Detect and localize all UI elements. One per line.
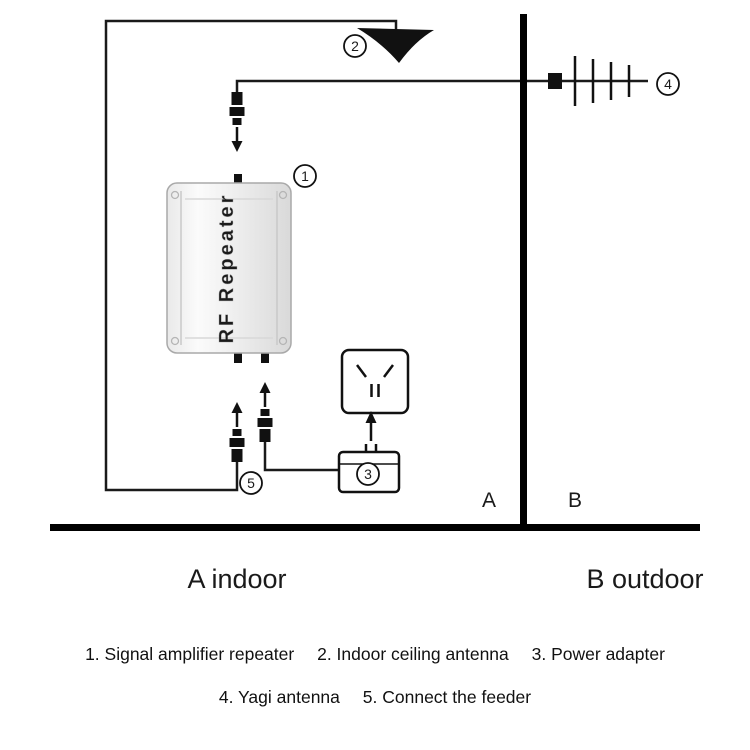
legend-item: 2. Indoor ceiling antenna	[317, 644, 509, 664]
zone-label-indoor: A	[482, 489, 496, 512]
callout-power-adapter: 3	[356, 462, 380, 486]
callout-yagi-antenna: 4	[656, 72, 680, 96]
svg-text:2: 2	[351, 38, 359, 54]
caption-outdoor: B outdoor	[586, 564, 703, 594]
svg-text:5: 5	[247, 475, 255, 491]
legend-item: 1. Signal amplifier repeater	[85, 644, 295, 664]
feeder-cable	[104, 19, 398, 492]
repeater-device: RF Repeater	[166, 174, 292, 363]
legend-item: 4. Yagi antenna	[218, 686, 340, 707]
coax-connector-top-icon	[228, 90, 246, 154]
caption-indoor: A indoor	[187, 564, 286, 594]
power-cable	[263, 442, 340, 472]
legend-item: 5. Connect the feeder	[362, 686, 532, 707]
wall-line	[520, 14, 527, 527]
diagram-svg: RF Repeater 1 2	[50, 14, 704, 594]
legend-line-2: 4. Yagi antenna 5. Connect the feeder	[0, 686, 750, 707]
svg-text:4: 4	[664, 76, 672, 92]
legend: 1. Signal amplifier repeater 2. Indoor c…	[0, 644, 750, 731]
coax-connector-feeder-icon	[228, 400, 246, 464]
callout-ceiling-antenna: 2	[343, 34, 367, 58]
plug-arrow-icon	[365, 411, 377, 423]
callout-repeater: 1	[293, 164, 317, 188]
antenna-cable	[235, 79, 648, 92]
svg-text:3: 3	[364, 466, 372, 482]
zone-label-outdoor: B	[568, 489, 582, 512]
repeater-label: RF Repeater	[216, 193, 238, 344]
callout-feeder: 5	[239, 471, 263, 495]
legend-line-1: 1. Signal amplifier repeater 2. Indoor c…	[0, 644, 750, 664]
yagi-antenna-icon	[548, 56, 631, 106]
ceiling-antenna-icon	[357, 28, 434, 63]
floor-line	[50, 524, 700, 531]
svg-text:1: 1	[301, 168, 309, 184]
coax-connector-power-icon	[256, 380, 274, 444]
legend-item: 3. Power adapter	[531, 644, 665, 664]
wall-socket	[340, 348, 410, 415]
